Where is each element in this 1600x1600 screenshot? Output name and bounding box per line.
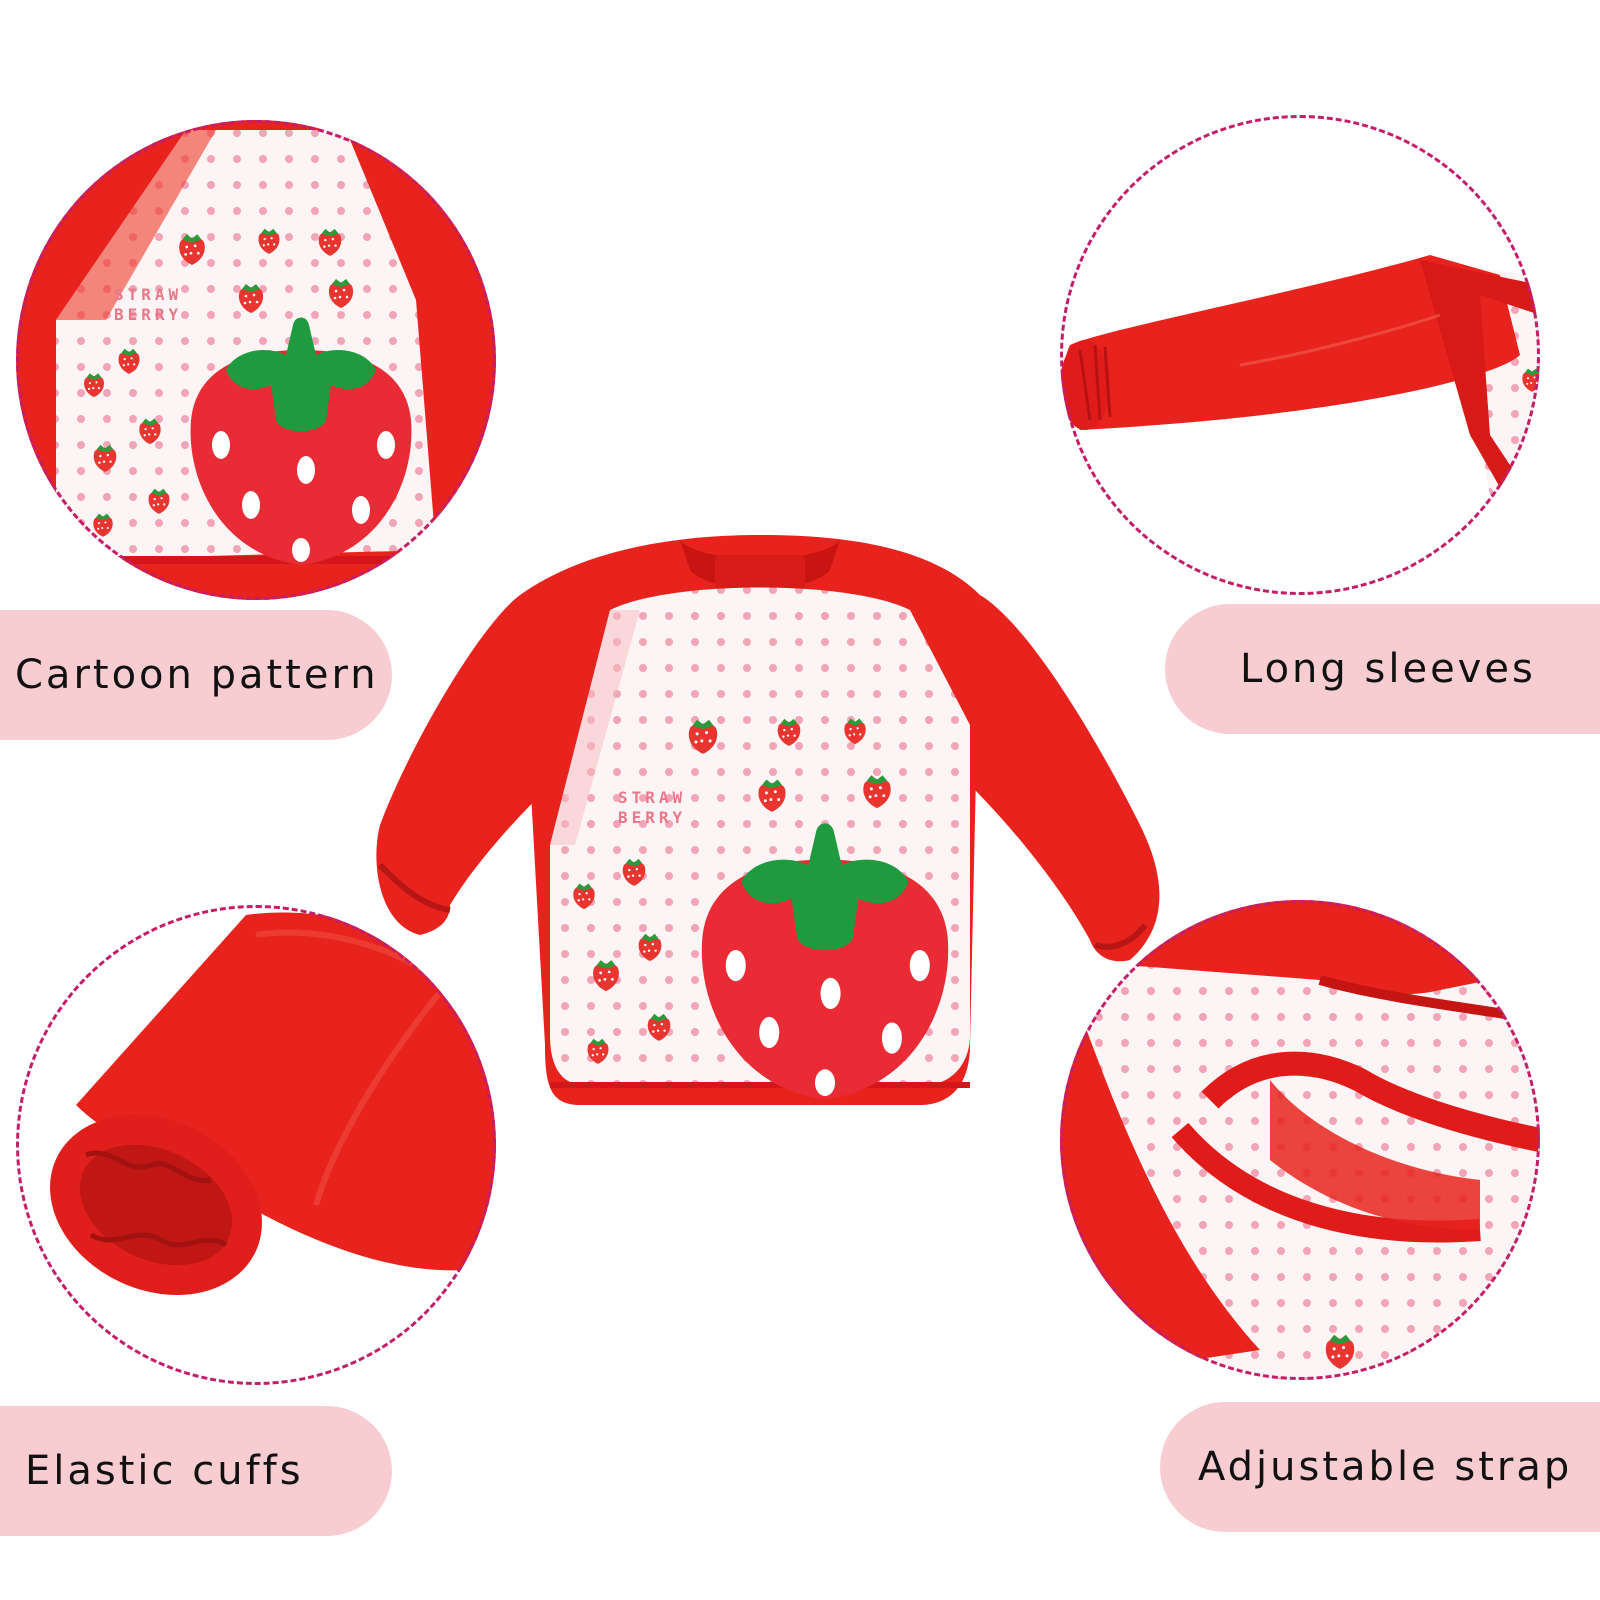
label-long-sleeves: Long sleeves bbox=[1240, 646, 1536, 692]
label-pill-cartoon-pattern: Cartoon pattern bbox=[0, 610, 392, 740]
dashed-ring-top-left bbox=[16, 120, 496, 600]
dashed-ring-bottom-right bbox=[1060, 900, 1540, 1380]
dashed-ring-bottom-left bbox=[16, 905, 496, 1385]
berry-text-apron: BERRY bbox=[618, 808, 686, 827]
dashed-ring-top-right bbox=[1060, 115, 1540, 595]
straw-text-apron: STRAW bbox=[618, 788, 686, 807]
label-adjustable-strap: Adjustable strap bbox=[1198, 1444, 1573, 1490]
label-pill-elastic-cuffs: Elastic cuffs bbox=[0, 1406, 392, 1536]
label-elastic-cuffs: Elastic cuffs bbox=[25, 1448, 304, 1494]
label-pill-adjustable-strap: Adjustable strap bbox=[1160, 1402, 1600, 1532]
apron-product: STRAW BERRY bbox=[370, 525, 1180, 1105]
label-pill-long-sleeves: Long sleeves bbox=[1165, 604, 1600, 734]
label-cartoon-pattern: Cartoon pattern bbox=[15, 652, 379, 698]
